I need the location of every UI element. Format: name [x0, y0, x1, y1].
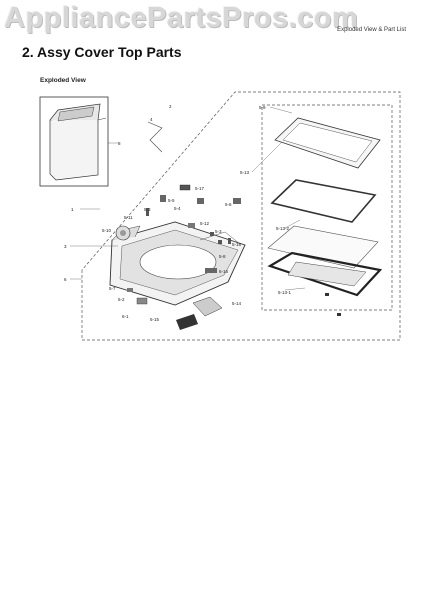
callout-4: 4	[150, 117, 153, 122]
callout-1: 1	[71, 207, 74, 212]
washer-thumbnail	[39, 96, 109, 187]
page-title: 2. Assy Cover Top Parts	[22, 44, 182, 60]
callout-2: 2	[169, 104, 172, 109]
callout-5-4: 5-4	[174, 206, 181, 211]
callout-5-3a: 5-3	[144, 207, 151, 212]
callout-5-2: 5-2	[118, 297, 125, 302]
callout-5-7: 5-7	[109, 286, 116, 291]
callout-5-9: 5-9	[259, 105, 266, 110]
callout-5-8: 5-8	[219, 254, 226, 259]
lid-lower-frame	[267, 251, 383, 297]
leader-lines	[70, 106, 306, 291]
callout-5-17: 5-17	[195, 186, 205, 191]
callout-3: 3	[64, 244, 67, 249]
lid-frame	[274, 117, 381, 169]
top-cover	[109, 221, 246, 306]
callout-5-13-2: 5-13-2	[276, 226, 290, 231]
small-parts	[115, 121, 341, 330]
callout-5-13: 5-13	[240, 170, 250, 175]
callout-5-13-1: 5-13-1	[278, 290, 292, 295]
callout-5-6: 5-6	[225, 202, 232, 207]
callout-6: 6	[64, 277, 67, 282]
callout-6-16: 6-16	[219, 269, 229, 274]
callout-5-10: 5-10	[102, 228, 112, 233]
callout-6-11: 5-18	[232, 242, 242, 247]
lid-parts-boundary	[261, 104, 393, 311]
callout-8: 8	[118, 141, 121, 146]
exploded-view-label: Exploded View	[40, 77, 86, 84]
watermark-logo-text: AppliancePartsPros.com	[4, 2, 359, 34]
callout-5-3b: 5-3	[215, 229, 222, 234]
lid-gasket	[270, 179, 377, 223]
callout-5-15: 5-15	[150, 317, 160, 322]
assembly-boundary	[81, 91, 401, 341]
lid-glass	[267, 225, 379, 269]
callout-5-14: 5-14	[232, 301, 242, 306]
callout-5-11: 5-11	[124, 215, 133, 220]
callout-6-1: 6-1	[122, 314, 129, 319]
header-section-label: Exploded View & Part List	[337, 27, 406, 33]
callout-5-12: 5-12	[200, 221, 210, 226]
callout-5-5: 5-5	[168, 198, 175, 203]
